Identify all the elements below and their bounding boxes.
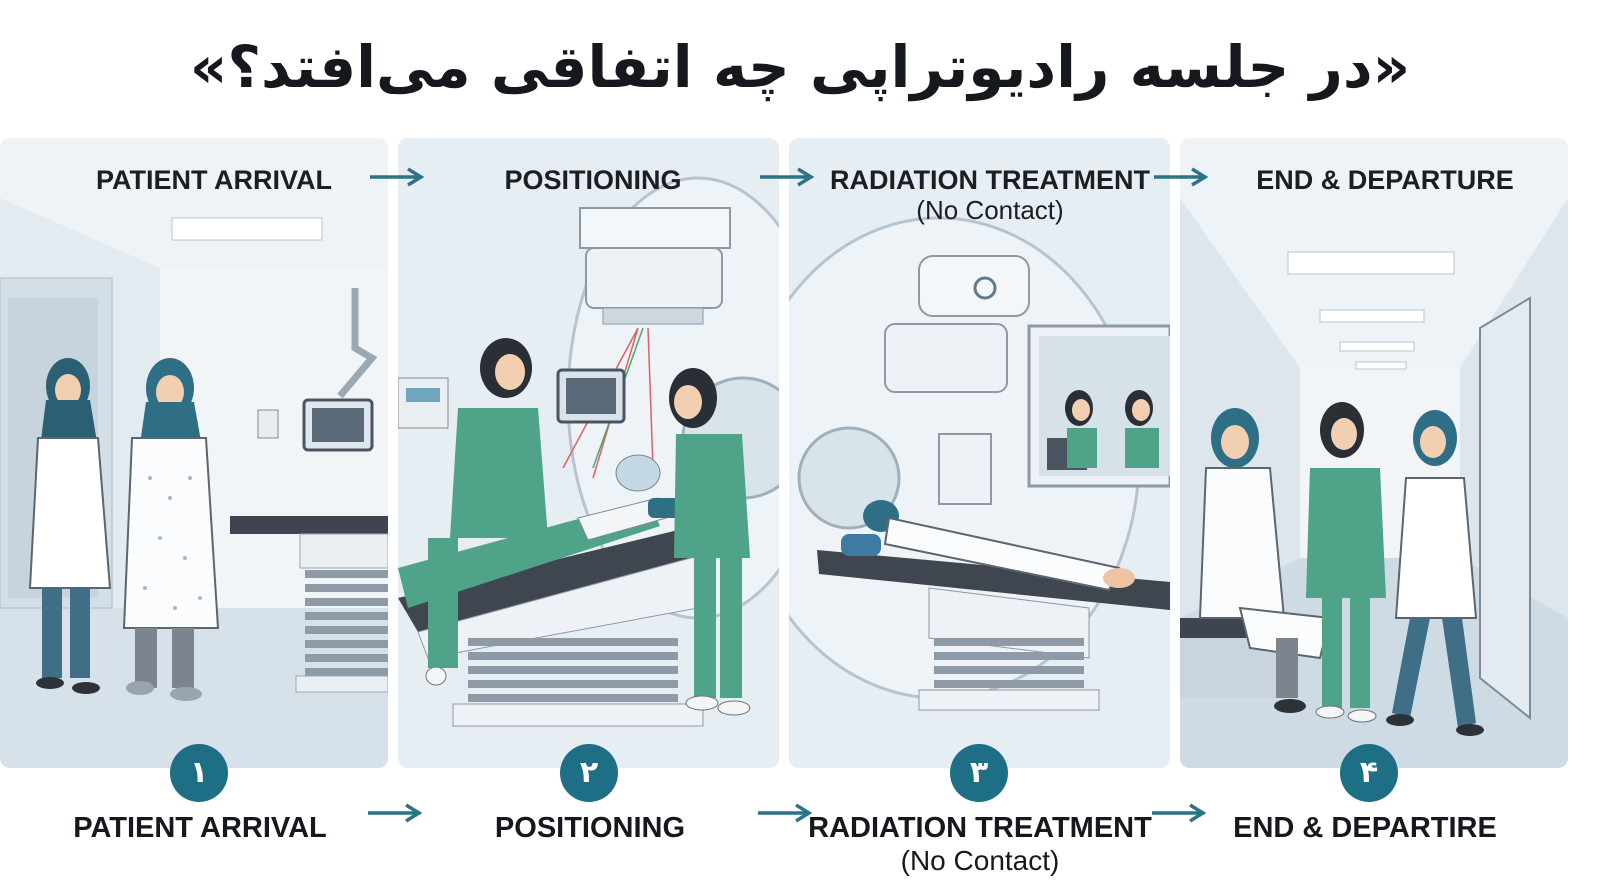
panel-title-radiation-treatment: RADIATION TREATMENT [830,165,1150,195]
arrow-right-icon [368,803,423,823]
panel-positioning [398,138,779,768]
panel-title-patient-arrival: PATIENT ARRIVAL [96,165,332,195]
end-departure-illustration [1180,138,1568,768]
step-number-badge: ۲ [560,744,618,802]
arrow-right-icon [1154,167,1209,187]
step-label-positioning: POSITIONING [494,812,686,844]
step-label-end-departure: END & DEPARTIRE [1233,812,1497,844]
radiation-treatment-illustration [789,138,1170,768]
patient-arrival-illustration [0,138,388,768]
arrow-right-icon [370,167,425,187]
step-label-radiation-treatment: RADIATION TREATMENT [808,812,1152,844]
page-title: «در جلسه رادیوتراپی چه اتفاقی می‌افتد؟» [189,33,1411,101]
step-number-badge: ۴ [1340,744,1398,802]
positioning-illustration [398,138,779,768]
step-sublabel-radiation-treatment: (No Contact) [900,845,1060,876]
panel-end-departure [1180,138,1568,768]
panel-title-end-departure: END & DEPARTURE [1256,165,1514,195]
step-number-badge: ۳ [950,744,1008,802]
panel-patient-arrival [0,138,388,768]
arrow-right-icon [760,167,815,187]
step-number-badge: ۱ [170,744,228,802]
panel-subtitle-radiation-treatment: (No Contact) [916,195,1064,225]
step-label-patient-arrival: PATIENT ARRIVAL [73,812,327,844]
panel-radiation-treatment [789,138,1170,768]
panel-title-positioning: POSITIONING [504,165,682,195]
arrow-right-icon [758,803,813,823]
arrow-right-icon [1152,803,1207,823]
